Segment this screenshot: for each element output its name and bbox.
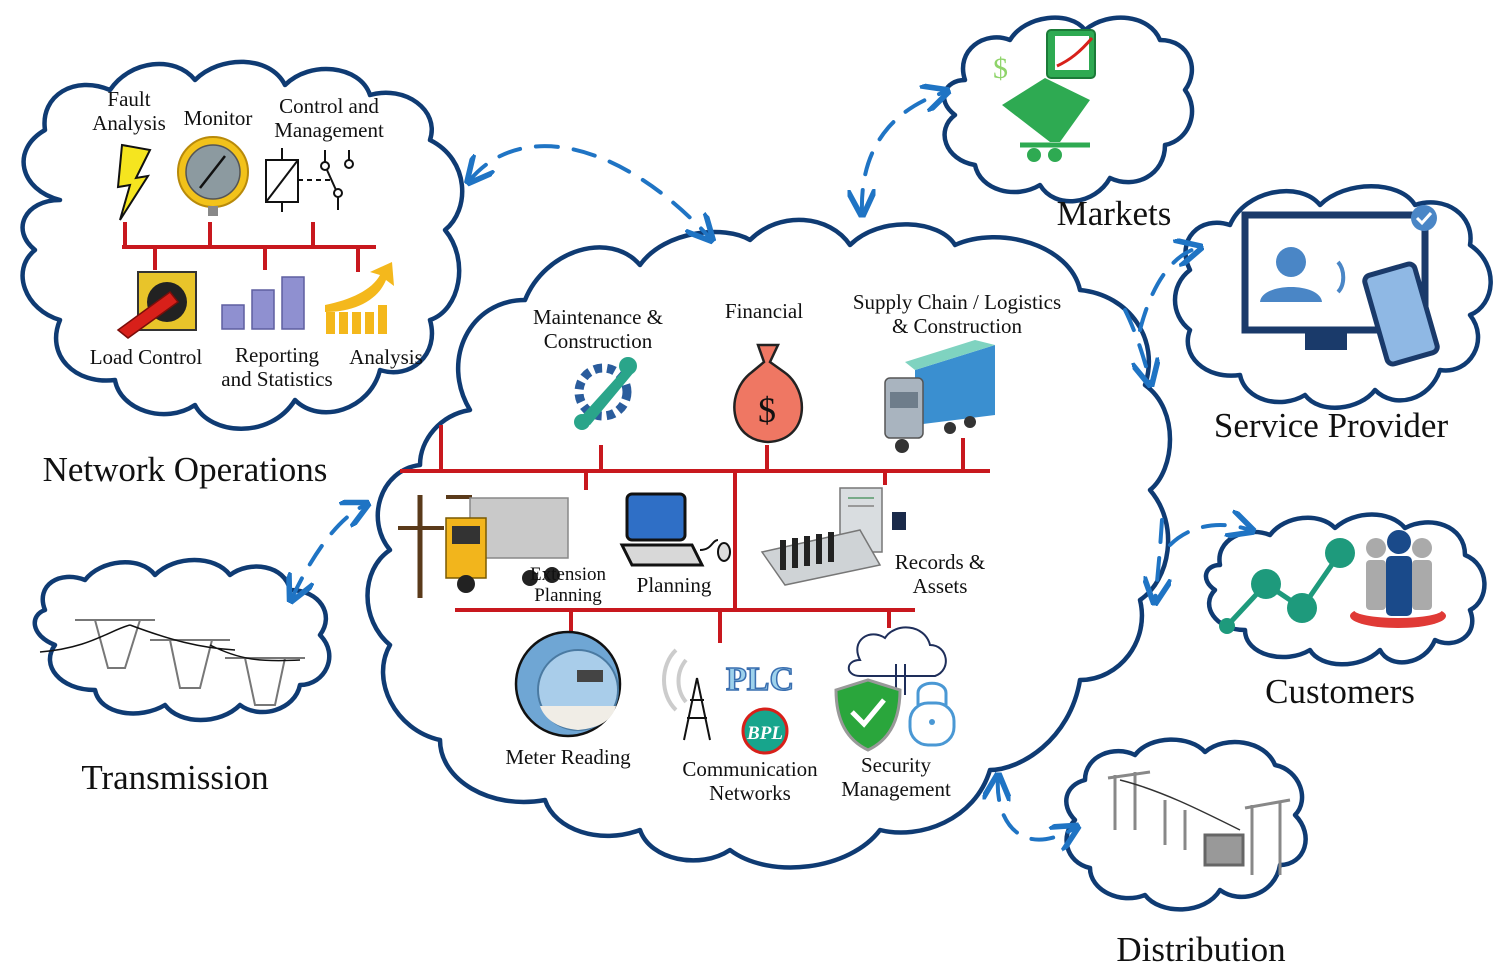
label-line: Fault: [107, 87, 151, 111]
relay-switch-icon: [265, 148, 354, 212]
label-line: Networks: [709, 780, 791, 805]
label-security-management: Security Management: [828, 753, 964, 801]
label-line: Load Control: [89, 345, 203, 369]
arrow-transmission-enterprise: [292, 505, 365, 598]
bar-chart-icon: [221, 276, 305, 330]
label-communication-networks: Communication Networks: [668, 757, 832, 805]
label-planning: Planning: [626, 573, 722, 598]
growth-chart-icon: [325, 262, 394, 334]
label-line: Records &: [894, 550, 986, 574]
label-line: Communication: [682, 757, 818, 781]
gear-wrench-icon: [574, 357, 637, 430]
label-records-assets: Records & Assets: [880, 550, 1000, 598]
enterprise-bus: [400, 425, 990, 643]
label-line: Security: [861, 753, 931, 777]
label-extension-planning: Extension Planning: [520, 564, 616, 607]
label-line: Planning: [534, 585, 602, 607]
title-service-provider: Service Provider: [1213, 406, 1449, 445]
label-analysis: Analysis: [340, 345, 432, 370]
rotary-switch-icon: [116, 271, 197, 339]
svg-text:$: $: [993, 52, 1008, 85]
arrow-netops-enterprise: [470, 144, 710, 238]
laptop-icon: [619, 492, 731, 567]
utility-truck-icon: [398, 495, 569, 598]
shield-lock-icon: [834, 626, 956, 752]
title-customers: Customers: [1265, 672, 1415, 711]
label-line: Supply Chain / Logistics: [852, 290, 1062, 314]
arrow-enterprise-distribution: [998, 778, 1075, 840]
label-line: Reporting: [235, 343, 319, 367]
label-line: Monitor: [183, 106, 253, 130]
substation-icon: [1107, 770, 1291, 875]
svg-text:$: $: [758, 390, 776, 430]
label-line: Management: [274, 117, 384, 142]
label-control-management: Control and Management: [262, 94, 396, 142]
arrow-enterprise-markets: [862, 92, 945, 212]
label-line: Extension: [530, 564, 606, 585]
label-line: Construction: [543, 328, 653, 353]
label-line: Meter Reading: [505, 745, 631, 769]
label-supply-chain: Supply Chain / Logistics & Construction: [832, 290, 1082, 338]
arrow-enterprise-service-provider: [1138, 248, 1198, 332]
label-meter-reading: Meter Reading: [490, 745, 646, 770]
label-load-control: Load Control: [80, 345, 212, 370]
label-maintenance-construction: Maintenance & Construction: [518, 305, 678, 353]
truck-icon: [884, 340, 995, 453]
lightning-bolt-icon: [116, 143, 152, 221]
monitor-phone-user-icon: [1241, 205, 1440, 367]
electric-meter-icon: [514, 630, 622, 738]
label-line: Analysis: [92, 110, 166, 135]
label-line: and Statistics: [221, 366, 333, 391]
title-markets: Markets: [1056, 194, 1172, 233]
label-line: Maintenance &: [532, 305, 664, 329]
label-line: Control and: [279, 94, 379, 118]
arrow-enterprise-customers: [1168, 525, 1250, 547]
label-line: Assets: [912, 573, 968, 598]
server-icon: [760, 487, 906, 586]
label-line: Financial: [724, 299, 804, 323]
money-bag-icon: $: [733, 343, 804, 444]
label-line: & Construction: [891, 313, 1023, 338]
pressure-gauge-icon: [177, 136, 249, 216]
label-financial: Financial: [710, 299, 818, 324]
transmission-tower-icon: [39, 619, 305, 706]
title-distribution: Distribution: [1116, 930, 1286, 969]
label-line: Management: [841, 776, 951, 801]
plc-badge: PLC: [726, 661, 794, 698]
label-line: Planning: [636, 573, 712, 597]
plc-bpl-tower-icon: PLC BPL: [662, 648, 795, 755]
netops-bus: [122, 222, 376, 272]
shopping-cart-chart-icon: $: [993, 29, 1096, 162]
title-transmission: Transmission: [81, 758, 269, 797]
arrow-service-provider-enterprise: [1123, 308, 1150, 382]
customer-network-icon: [1219, 530, 1446, 634]
label-reporting-statistics: Reporting and Statistics: [210, 343, 344, 391]
arrow-customers-enterprise: [1155, 518, 1162, 600]
label-fault-analysis: Fault Analysis: [86, 87, 172, 135]
label-monitor: Monitor: [175, 106, 261, 131]
label-line: Analysis: [349, 345, 423, 369]
title-network-operations: Network Operations: [42, 450, 328, 489]
cloud-customers: [1203, 512, 1487, 667]
bpl-badge: BPL: [746, 723, 783, 744]
